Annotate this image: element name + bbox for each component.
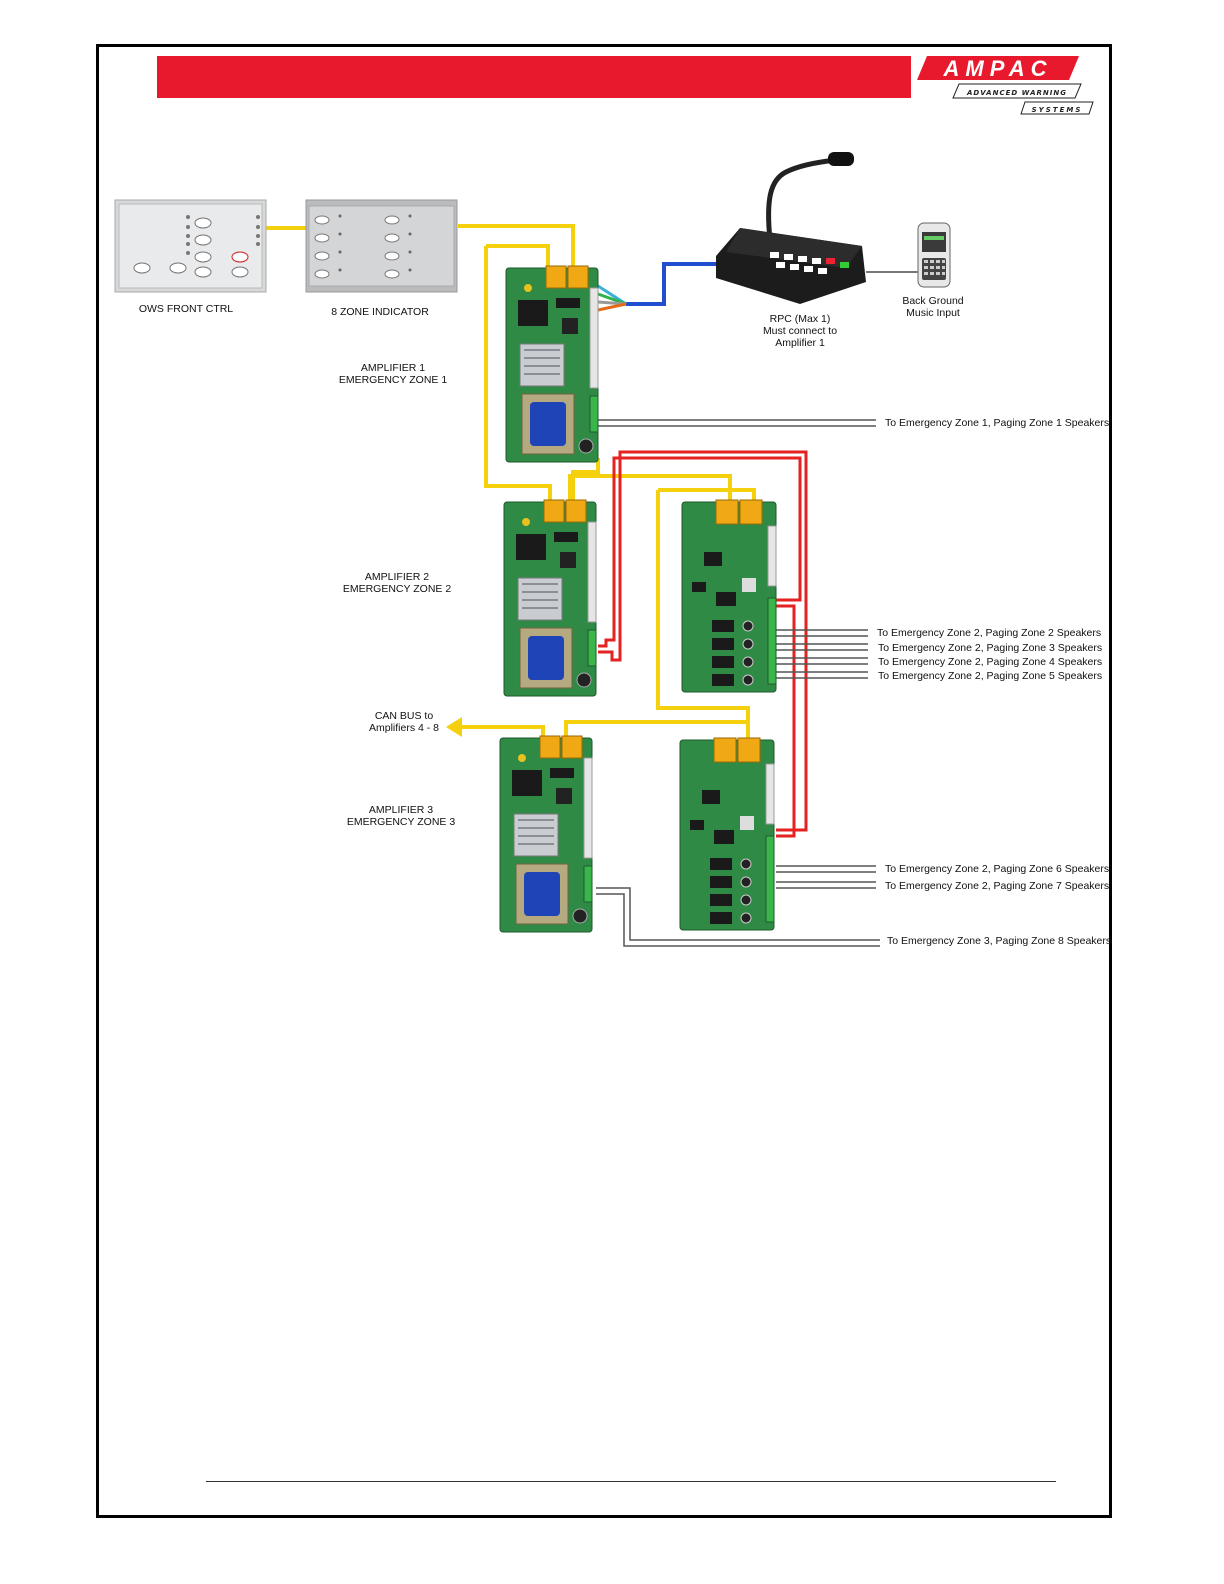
speaker-output-label: To Emergency Zone 2, Paging Zone 4 Speak… bbox=[878, 656, 1102, 668]
mobile-phone-icon bbox=[918, 223, 950, 287]
amplifier-3-label-line1: AMPLIFIER 3 bbox=[369, 804, 433, 816]
speaker-output-label: To Emergency Zone 2, Paging Zone 5 Speak… bbox=[878, 670, 1102, 682]
rpc-label-line2: Must connect to bbox=[763, 325, 837, 337]
amplifier-2-board bbox=[504, 500, 596, 696]
speaker-output-label: To Emergency Zone 3, Paging Zone 8 Speak… bbox=[887, 935, 1111, 947]
can-bus-label-line2: Amplifiers 4 - 8 bbox=[369, 722, 439, 734]
bgm-label-line1: Back Ground bbox=[902, 295, 963, 307]
ows-front-ctrl-panel bbox=[115, 200, 266, 292]
amplifier-3-board bbox=[500, 736, 592, 932]
rpc-label-line3: Amplifier 1 bbox=[775, 337, 825, 349]
footer-rule bbox=[206, 1481, 1056, 1482]
speaker-output-label: To Emergency Zone 2, Paging Zone 6 Speak… bbox=[885, 863, 1109, 875]
rpc-label-line1: RPC (Max 1) bbox=[770, 313, 831, 325]
amplifier-1-label-line1: AMPLIFIER 1 bbox=[361, 362, 425, 374]
amplifier-1-board bbox=[506, 266, 598, 462]
zone-indicator-label: 8 ZONE INDICATOR bbox=[331, 306, 429, 318]
ows-front-ctrl-label: OWS FRONT CTRL bbox=[139, 303, 233, 315]
speaker-output-label: To Emergency Zone 1, Paging Zone 1 Speak… bbox=[885, 417, 1109, 429]
can-bus-label-line1: CAN BUS to bbox=[375, 710, 434, 722]
amplifier-1-label-line2: EMERGENCY ZONE 1 bbox=[339, 374, 447, 386]
amplifier-3-label-line2: EMERGENCY ZONE 3 bbox=[347, 816, 455, 828]
amplifier-2-label-line1: AMPLIFIER 2 bbox=[365, 571, 429, 583]
amplifier-2-label-line2: EMERGENCY ZONE 2 bbox=[343, 583, 451, 595]
speaker-output-label: To Emergency Zone 2, Paging Zone 7 Speak… bbox=[885, 880, 1109, 892]
zone-expander-board-1 bbox=[682, 500, 776, 692]
paging-console-icon bbox=[716, 152, 866, 304]
zone-indicator-panel bbox=[306, 200, 457, 292]
bgm-label-line2: Music Input bbox=[906, 307, 960, 319]
speaker-output-label: To Emergency Zone 2, Paging Zone 2 Speak… bbox=[877, 627, 1101, 639]
arrow-left-icon bbox=[446, 717, 462, 737]
zone-expander-board-2 bbox=[680, 738, 774, 930]
speaker-output-label: To Emergency Zone 2, Paging Zone 3 Speak… bbox=[878, 642, 1102, 654]
